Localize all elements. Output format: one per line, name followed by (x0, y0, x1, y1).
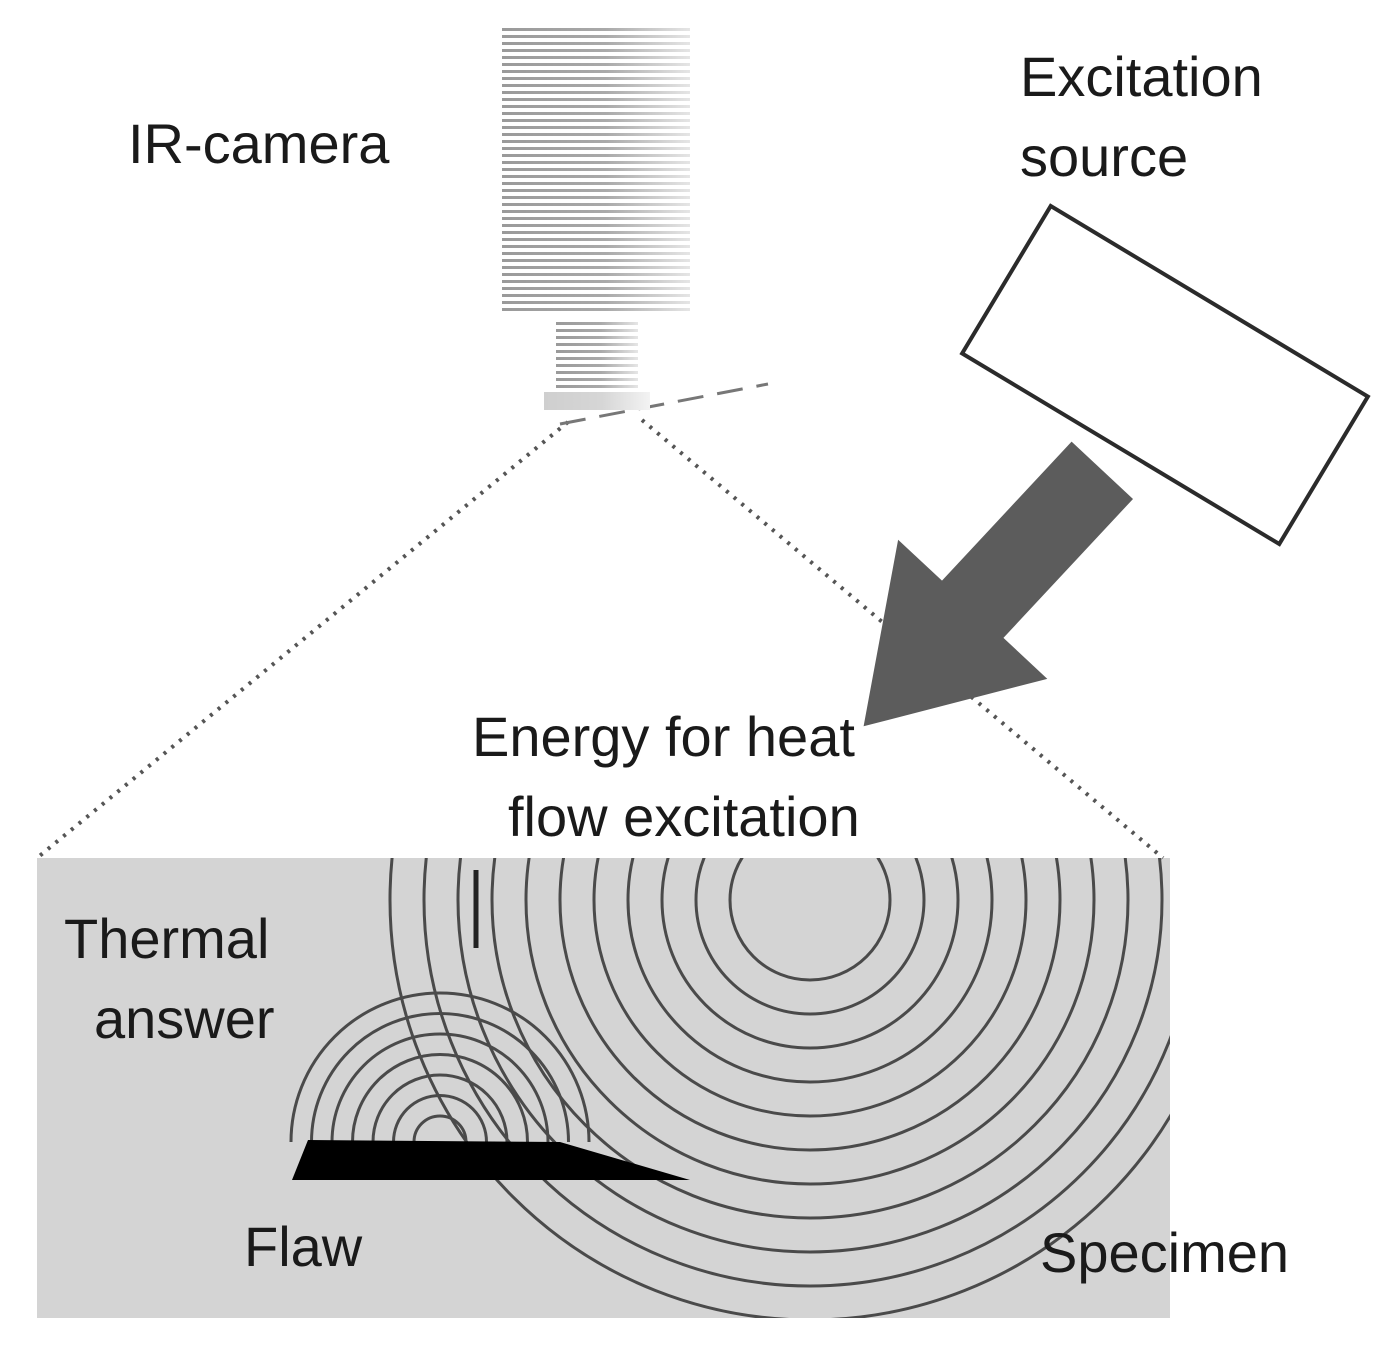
flaw-label: Flaw (244, 1215, 363, 1278)
thermal-wave-arc (351, 1053, 529, 1143)
heat-waves (289, 858, 1170, 1318)
excitation-wave-arc (422, 858, 1170, 1288)
thermal-wave-arc (289, 991, 591, 1143)
energy-label-line2: flow excitation (508, 785, 860, 848)
excitation-wave-arc (490, 858, 1130, 1220)
excitation-wave-arc (592, 858, 1028, 1118)
excitation-source-label-line2: source (1020, 125, 1188, 188)
excitation-wave-arc (558, 858, 1062, 1152)
excitation-wave-arc (388, 858, 1170, 1318)
excitation-source-label-line1: Excitation (1020, 45, 1263, 108)
specimen-block (37, 858, 1170, 1318)
thermal-wave-arc (392, 1094, 488, 1143)
thermal-wave-arc (310, 1012, 570, 1143)
ir-camera-icon (502, 26, 690, 410)
excitation-wave-arc (626, 858, 994, 1084)
thermal-wave-arc (330, 1032, 550, 1143)
thermal-answer-label-line2: answer (94, 987, 275, 1050)
flaw-shape (292, 1140, 690, 1180)
excitation-wave-arc (660, 858, 960, 1050)
energy-label-line1: Energy for heat (472, 705, 855, 768)
ir-camera-label: IR-camera (128, 112, 390, 175)
thermal-answer-waves (289, 991, 591, 1143)
specimen-label: Specimen (1040, 1221, 1289, 1284)
thermal-wave-arc (412, 1114, 468, 1143)
excitation-wave-arc (728, 858, 892, 982)
excitation-wave-arc (524, 858, 1096, 1186)
energy-arrow-icon (863, 441, 1134, 727)
excitation-source-icon (959, 203, 1371, 547)
camera-lens-dash (559, 382, 769, 426)
excitation-wave-arc (694, 858, 926, 1016)
excitation-wave-arc (456, 858, 1164, 1254)
thermal-wave-arc (371, 1073, 509, 1143)
thermal-answer-label-line1: Thermal (64, 907, 269, 970)
excitation-heat-waves (388, 858, 1170, 1318)
